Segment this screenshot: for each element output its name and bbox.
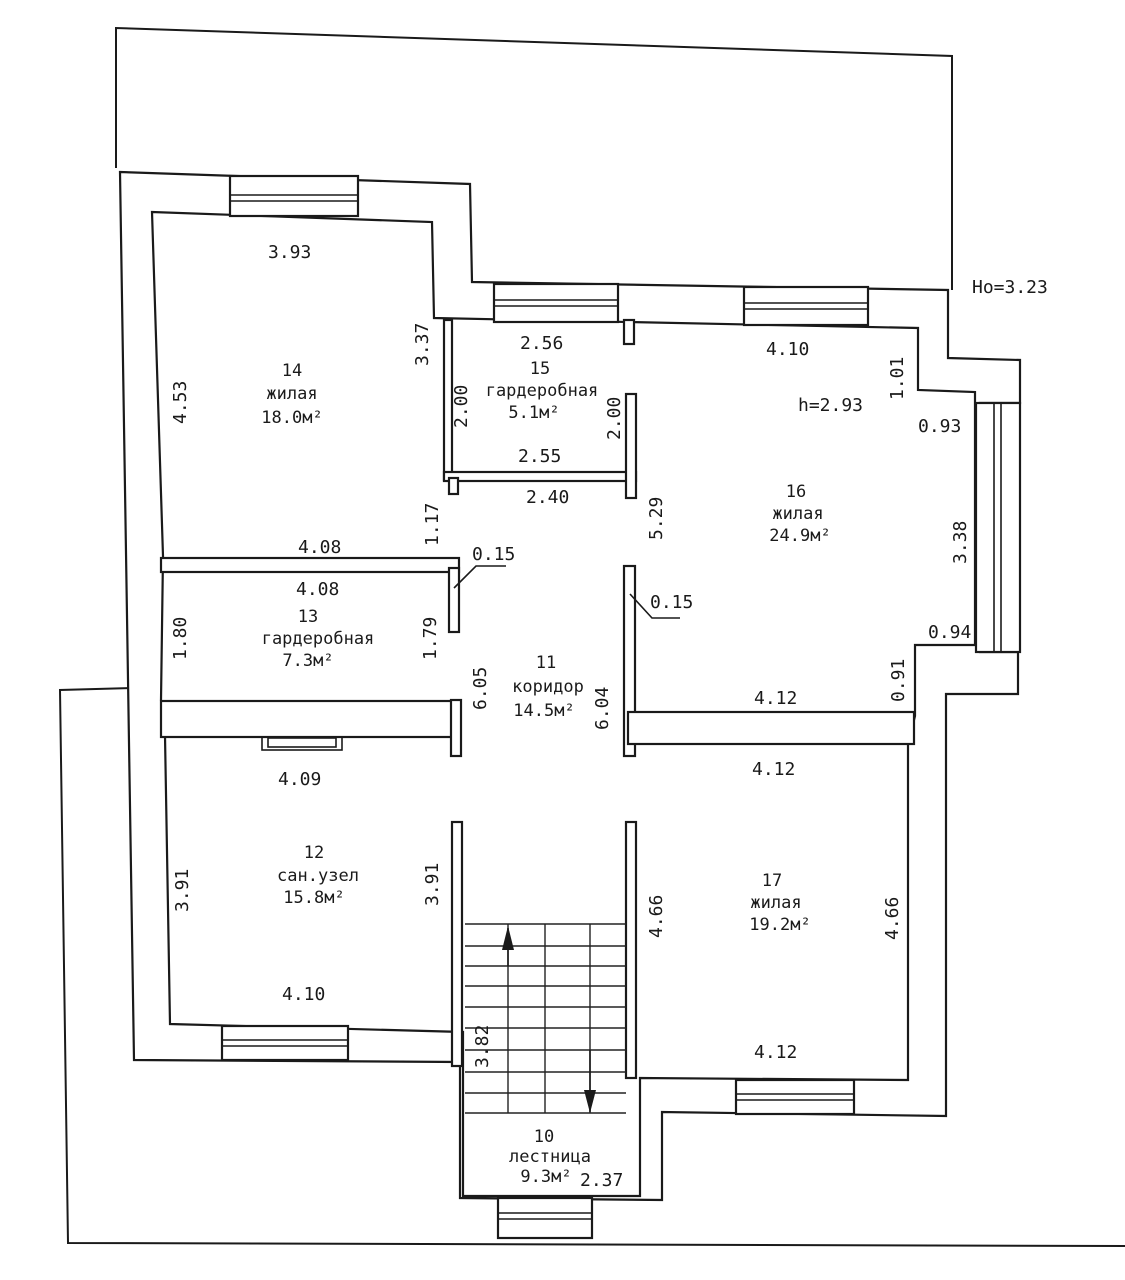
window-top-left: [228, 174, 360, 218]
dim-label: 6.05: [470, 667, 491, 710]
wall-wardrobe15-left-stub: [447, 476, 460, 496]
room-number: 17: [762, 871, 782, 891]
dim-label: 2.37: [580, 1170, 623, 1191]
wall-wardrobe15-bottom: [442, 470, 638, 483]
wall-room14-bottom: [159, 556, 461, 574]
window-top-middle: [492, 282, 620, 324]
dim-label: 4.12: [754, 688, 797, 709]
room-area: 5.1м²: [508, 403, 559, 423]
room-name: сан.узел: [277, 866, 359, 886]
window-bottom-right: [734, 1078, 856, 1116]
dim-label: 0.91: [888, 659, 909, 702]
dim-label: 1.80: [170, 617, 191, 660]
dim-label: 4.10: [766, 339, 809, 360]
dim-label: 3.91: [172, 869, 193, 912]
window-stair: [496, 1196, 594, 1240]
room-number: 15: [530, 359, 550, 379]
room-number: 12: [304, 843, 324, 863]
dim-label: 4.08: [296, 579, 339, 600]
room-name: жилая: [266, 384, 317, 404]
wall-stair-right: [624, 820, 638, 1080]
room-number: 10: [534, 1127, 554, 1147]
dim-label: 3.93: [268, 242, 311, 263]
room-area: 9.3м²: [520, 1167, 571, 1187]
height-h: h=2.93: [798, 395, 863, 416]
dim-label: 2.56: [520, 333, 563, 354]
dim-label: 0.94: [928, 622, 971, 643]
stair-down-arrow: [584, 1050, 596, 1113]
dim-label: 5.29: [646, 497, 667, 540]
dim-label: 1.79: [420, 617, 441, 660]
window-right: [974, 401, 1022, 654]
room-number: 13: [298, 607, 318, 627]
room-name: лестница: [509, 1147, 591, 1167]
wall-corridor-right-stub: [622, 564, 637, 758]
room-labels: 14 жилая 18.0м² 15 гардеробная 5.1м² 16 …: [261, 359, 830, 1187]
dim-label: 4.66: [882, 897, 903, 940]
window-top-right: [742, 285, 870, 327]
door-stub-room12: [449, 698, 463, 758]
dim-label: 4.12: [752, 759, 795, 780]
staircase: [465, 923, 626, 1114]
dim-label: 2.40: [526, 487, 569, 508]
dim-label: 2.00: [451, 385, 472, 428]
room-area: 14.5м²: [513, 701, 574, 721]
room-11-label: 11 коридор 14.5м²: [512, 653, 584, 721]
room-10-label: 10 лестница 9.3м²: [509, 1127, 591, 1187]
windows: [220, 174, 1022, 1240]
leader-015-a: [453, 565, 506, 589]
room-name: гардеробная: [262, 629, 375, 649]
dim-label: 3.38: [950, 521, 971, 564]
wall-room16-bottom: [626, 710, 916, 746]
leader-015-b: [629, 593, 680, 619]
wall-wardrobe15-right-stub: [624, 392, 638, 500]
room-area: 18.0м²: [261, 408, 322, 428]
dim-label: 4.08: [298, 537, 341, 558]
window-bottom-left: [220, 1024, 350, 1062]
wall-top-stub: [622, 318, 636, 346]
dim-label: 2.55: [518, 446, 561, 467]
wall-room13-bottom: [159, 699, 461, 739]
room-number: 14: [282, 361, 302, 381]
dim-label: 4.09: [278, 769, 321, 790]
dim-label: 3.91: [422, 863, 443, 906]
dim-label: 3.82: [472, 1025, 493, 1068]
dim-label: 0.15: [650, 592, 693, 613]
room-17-label: 17 жилая 19.2м²: [749, 871, 810, 935]
dim-label: 6.04: [592, 687, 613, 730]
dim-label: 4.12: [754, 1042, 797, 1063]
room-13-label: 13 гардеробная 7.3м²: [262, 607, 375, 671]
dimension-labels: 3.93 2.56 4.10 2.55 2.40 0.93 0.94 4.08 …: [170, 242, 971, 1191]
room-15-label: 15 гардеробная 5.1м²: [486, 359, 599, 423]
room-16-label: 16 жилая 24.9м²: [769, 482, 830, 546]
wall-stair-left: [450, 820, 464, 1068]
site-boundary: [58, 26, 1125, 1247]
room-area: 24.9м²: [769, 526, 830, 546]
dim-label: 1.17: [422, 503, 443, 546]
dim-label: 0.15: [472, 544, 515, 565]
stair-up-arrow: [502, 926, 514, 966]
room-12-label: 12 сан.узел 15.8м²: [277, 843, 359, 908]
room-14-label: 14 жилая 18.0м²: [261, 361, 322, 428]
room-area: 19.2м²: [749, 915, 810, 935]
dim-label: 1.01: [887, 357, 908, 400]
room-area: 15.8м²: [283, 888, 344, 908]
dim-label: 4.66: [646, 895, 667, 938]
room-area: 7.3м²: [282, 651, 333, 671]
room-name: жилая: [750, 893, 801, 913]
room-name: гардеробная: [486, 381, 599, 401]
door-stub-room13: [447, 566, 461, 634]
height-ho: Hо=3.23: [972, 277, 1048, 298]
dim-label: 2.00: [604, 397, 625, 440]
dim-label: 4.10: [282, 984, 325, 1005]
room-number: 16: [786, 482, 806, 502]
interior-walls: [159, 318, 916, 1080]
dim-label: 3.37: [412, 323, 433, 366]
room-name: коридор: [512, 677, 584, 697]
dim-label: 0.93: [918, 416, 961, 437]
dim-label: 4.53: [170, 381, 191, 424]
room-number: 11: [536, 653, 556, 673]
room-name: жилая: [772, 504, 823, 524]
